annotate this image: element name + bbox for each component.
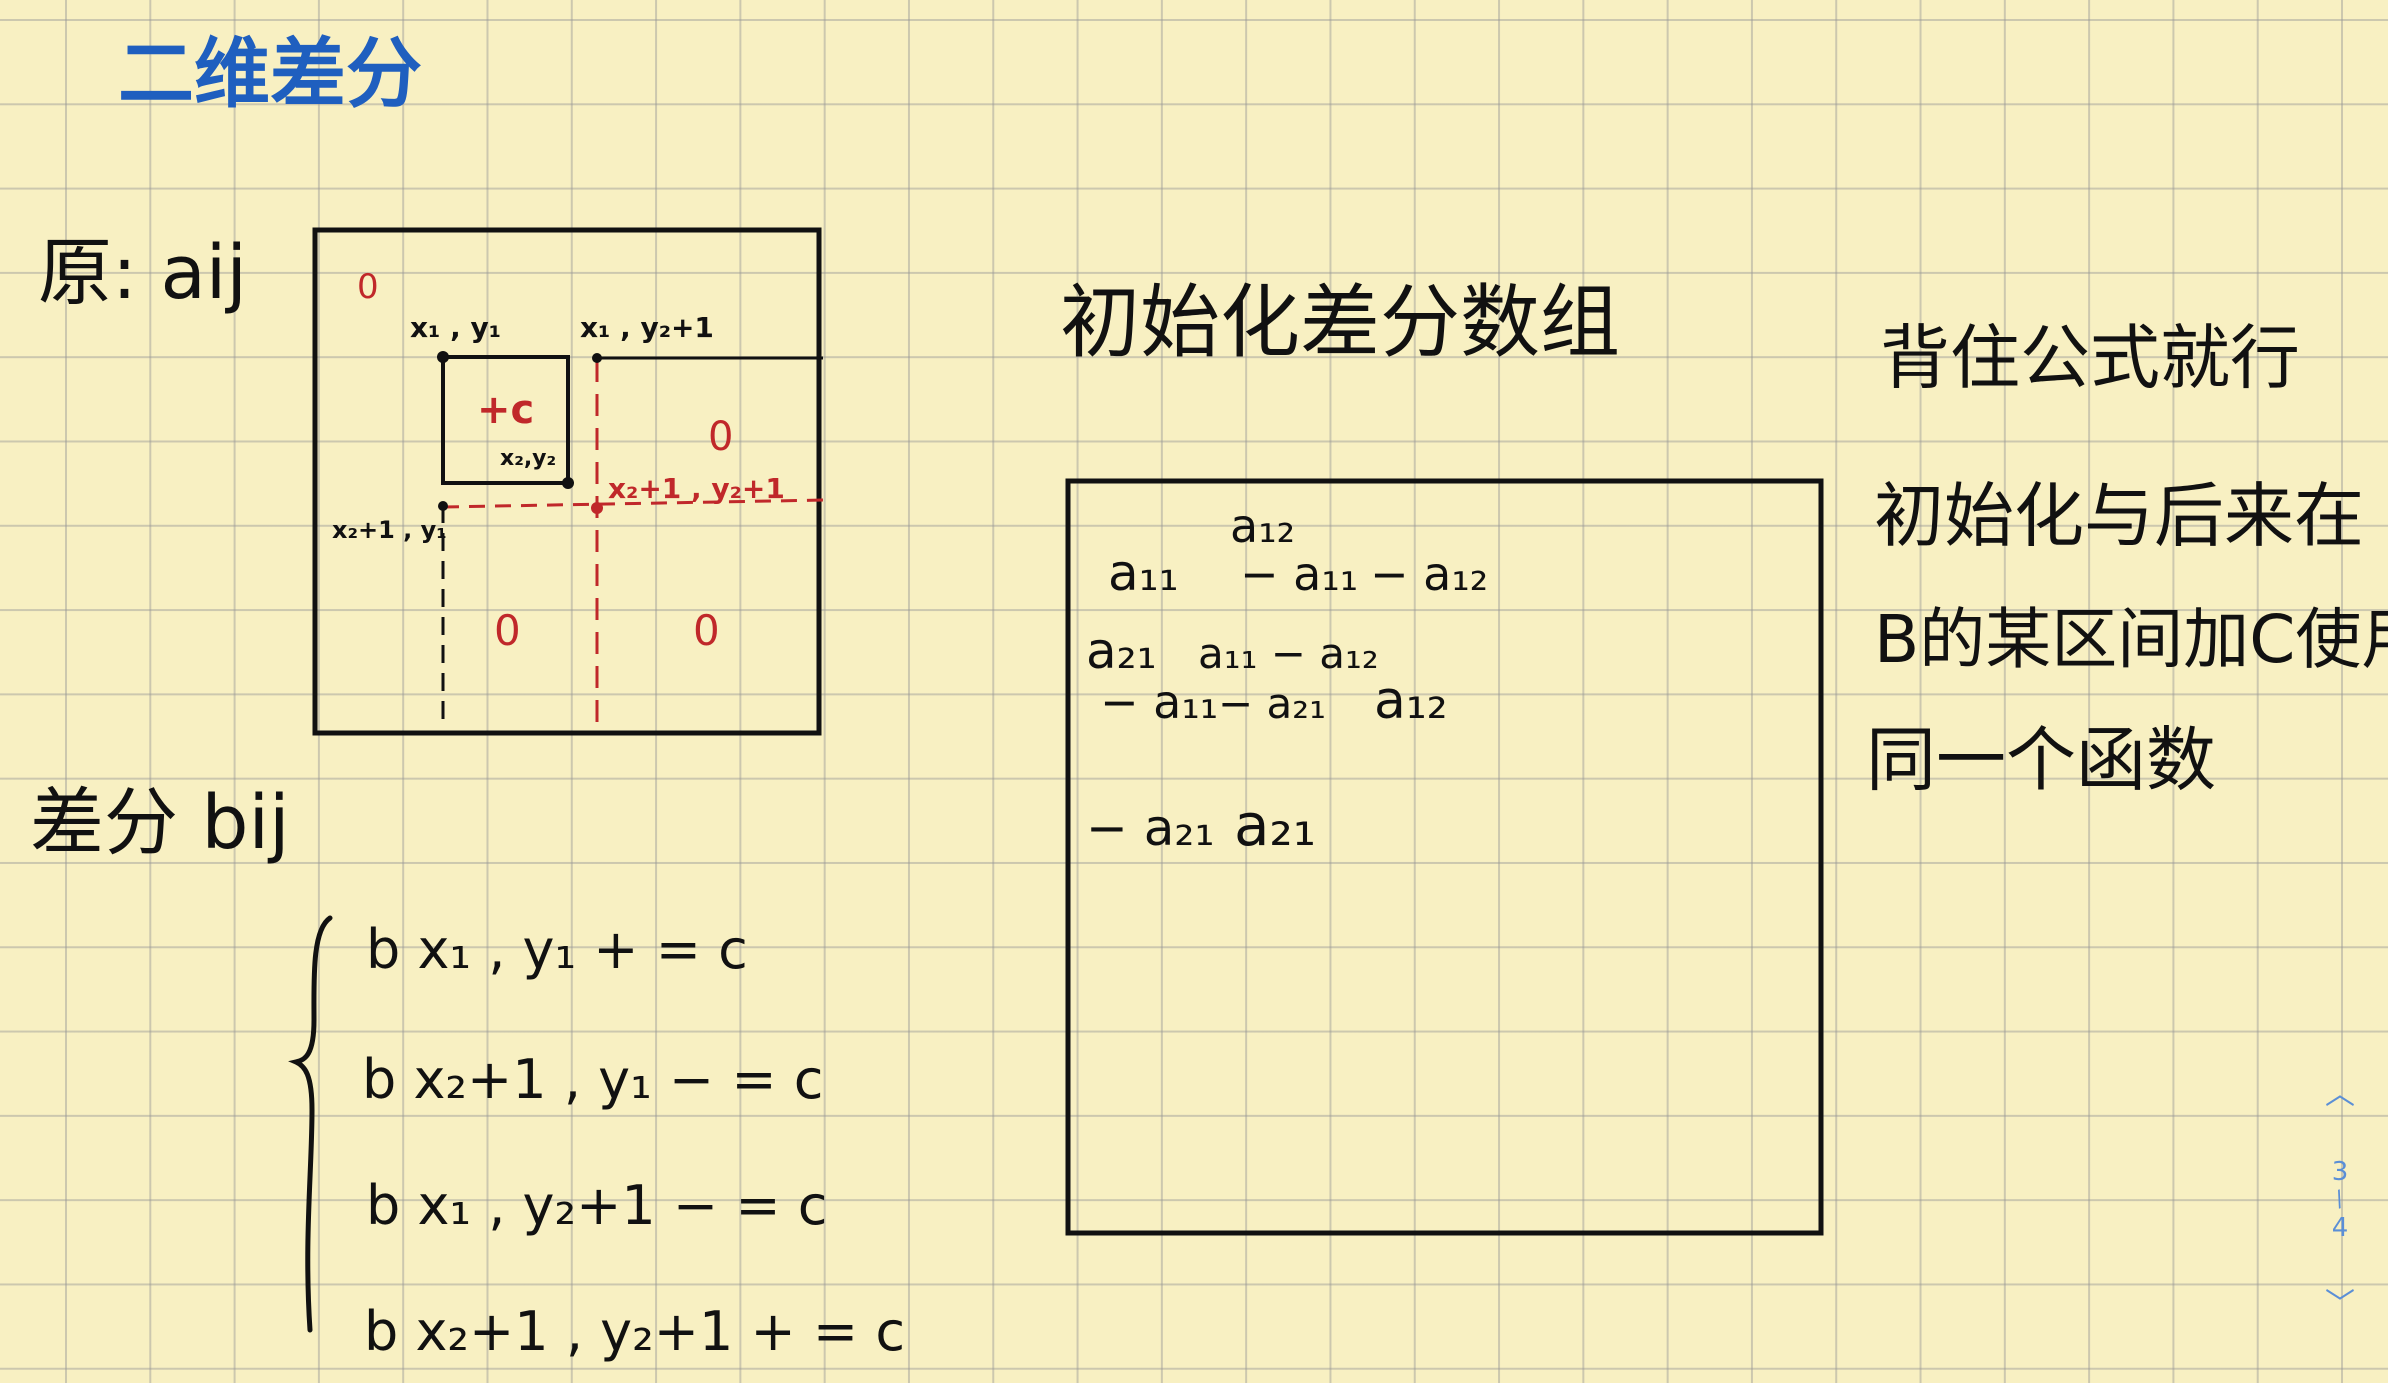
page-current: 3	[2331, 1157, 2349, 1187]
grid-cell: a₁₂	[1374, 671, 1448, 731]
side-note-line: B的某区间加C使用	[1874, 601, 2388, 678]
formula-group: b x₁ , y₁ + = c b x₂+1 , y₁ − = c b x₁ ,…	[288, 915, 905, 1363]
formula-line: b x₂+1 , y₂+1 + = c	[364, 1300, 905, 1363]
chevron-up-icon[interactable]: ︿	[2325, 1077, 2355, 1112]
grid-cell: a₂₁	[1086, 622, 1157, 680]
grid-cell: − a₁₁	[1240, 547, 1358, 601]
zero-right: 0	[708, 414, 733, 460]
page-total: 4	[2331, 1213, 2349, 1243]
original-array-label: 原: aij	[38, 230, 247, 316]
init-grid: a₁₁ a₁₂ − a₁₁ − a₁₂ a₂₁ a₁₁ − a₁₂ − a₁₁ …	[1065, 478, 1824, 1236]
grid-cell: a₁₁	[1108, 544, 1179, 602]
formula-line: b x₁ , y₁ + = c	[366, 918, 748, 981]
grid-cell: a₂₁	[1234, 791, 1316, 859]
formula-line: b x₂+1 , y₁ − = c	[362, 1048, 823, 1111]
grid-cell: − a₁₁	[1100, 675, 1218, 729]
note-title: 二维差分	[118, 29, 422, 118]
page-separator: /	[2332, 1186, 2348, 1213]
point-x2y2	[562, 477, 574, 489]
grid-cell: − a₂₁	[1218, 679, 1326, 728]
label-x2p1-y1: x₂+1 , y₁	[332, 516, 447, 544]
point-x2p1-y1	[438, 501, 448, 511]
label-x1y1: x₁ , y₁	[410, 311, 501, 344]
label-x2p1-y2p1: x₂+1 , y₂+1	[608, 472, 785, 505]
side-notes: 背住公式就行 初始化与后来在 B的某区间加C使用 同一个函数	[1866, 317, 2388, 801]
inner-region	[441, 355, 570, 485]
corner-zero-top: 0	[357, 267, 379, 307]
side-note-line: 同一个函数	[1866, 719, 2216, 801]
side-note-line: 初始化与后来在	[1874, 475, 2364, 557]
grid-cell: a₁₁ − a₁₂	[1198, 629, 1379, 678]
grid-cell: a₁₂	[1230, 499, 1295, 553]
chevron-down-icon[interactable]: ﹀	[2325, 1287, 2355, 1322]
init-title: 初始化差分数组	[1060, 276, 1620, 369]
region-diagram: 0 x₁ , y₁ x₁ , y₂+1 +c x₂,y₂ x₂+1 , y₁ x…	[312, 227, 827, 736]
side-note-line: 背住公式就行	[1880, 317, 2300, 399]
grid-cell: − a₁₂	[1370, 547, 1488, 601]
grid-cell: − a₂₁	[1086, 799, 1215, 857]
zero-bottom-left: 0	[494, 606, 521, 655]
curly-brace	[288, 915, 333, 1333]
formula-line: b x₁ , y₂+1 − = c	[366, 1174, 827, 1237]
label-x1-y2p1: x₁ , y₂+1	[580, 311, 714, 344]
init-grid-box	[1065, 478, 1824, 1236]
label-x2y2: x₂,y₂	[500, 446, 556, 471]
point-x1-y2p1	[592, 353, 602, 363]
difference-array-label: 差分 bij	[30, 780, 290, 866]
row-line-red	[442, 498, 827, 509]
zero-bottom-right: 0	[693, 606, 720, 655]
page-navigator: ︿ 3 / 4 ﹀	[2320, 1080, 2360, 1320]
inner-plus-c: +c	[477, 387, 534, 433]
point-x2p1-y2p1	[591, 502, 603, 514]
outer-region	[312, 227, 822, 736]
point-x1y1	[437, 351, 449, 363]
